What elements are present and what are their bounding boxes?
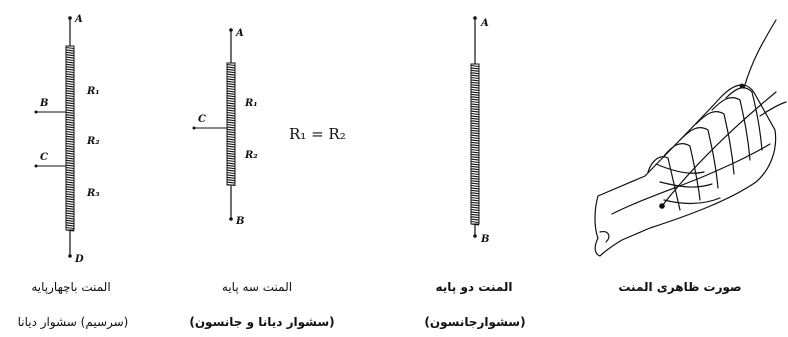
- subcaption-two-terminal: (سشوارجانسون): [424, 315, 526, 329]
- terminal-d-label: D: [74, 254, 84, 265]
- terminal-a-label-2: A: [480, 18, 489, 29]
- section-r1-label: R₁: [86, 86, 100, 97]
- two-terminal-element: A B: [470, 16, 489, 245]
- section-r2-label-3: R₂: [244, 150, 258, 161]
- caption-two-terminal: المنت دو پایه: [435, 280, 513, 294]
- caption-appearance: صورت ظاهری المنت: [618, 280, 742, 294]
- coil1-windings: [65, 46, 75, 232]
- heating-element-sketch: [594, 19, 787, 257]
- caption-three-terminal: المنت سه پایه: [221, 280, 293, 294]
- terminal-c-label: C: [40, 152, 48, 163]
- coil3-windings: [470, 64, 480, 226]
- terminal-b-label-2: B: [480, 234, 489, 245]
- caption-four-terminal: المنت باچهارپایه: [31, 280, 111, 294]
- section-r2-label: R₂: [86, 136, 100, 147]
- terminal-b-label-3: B: [235, 216, 244, 227]
- terminal-b-label: B: [39, 98, 48, 109]
- resistance-equation: R₁ = R₂: [289, 125, 346, 143]
- four-terminal-element: A B C D R₁ R₂ R₃: [34, 14, 100, 265]
- terminal-c-label-3: C: [198, 114, 206, 125]
- terminal-a-label-3: A: [235, 28, 244, 39]
- subcaption-four-terminal: (سرسیم) سشوار دیانا: [17, 315, 129, 329]
- section-r3-label: R₃: [86, 188, 100, 199]
- subcaption-three-terminal: (سشوار دیانا و جانسون): [189, 315, 335, 329]
- terminal-a-label: A: [74, 14, 83, 25]
- section-r1-label-3: R₁: [244, 98, 258, 109]
- coil2-windings: [226, 63, 236, 187]
- three-terminal-element: A C B R₁ R₂ R₁ = R₂: [192, 28, 346, 227]
